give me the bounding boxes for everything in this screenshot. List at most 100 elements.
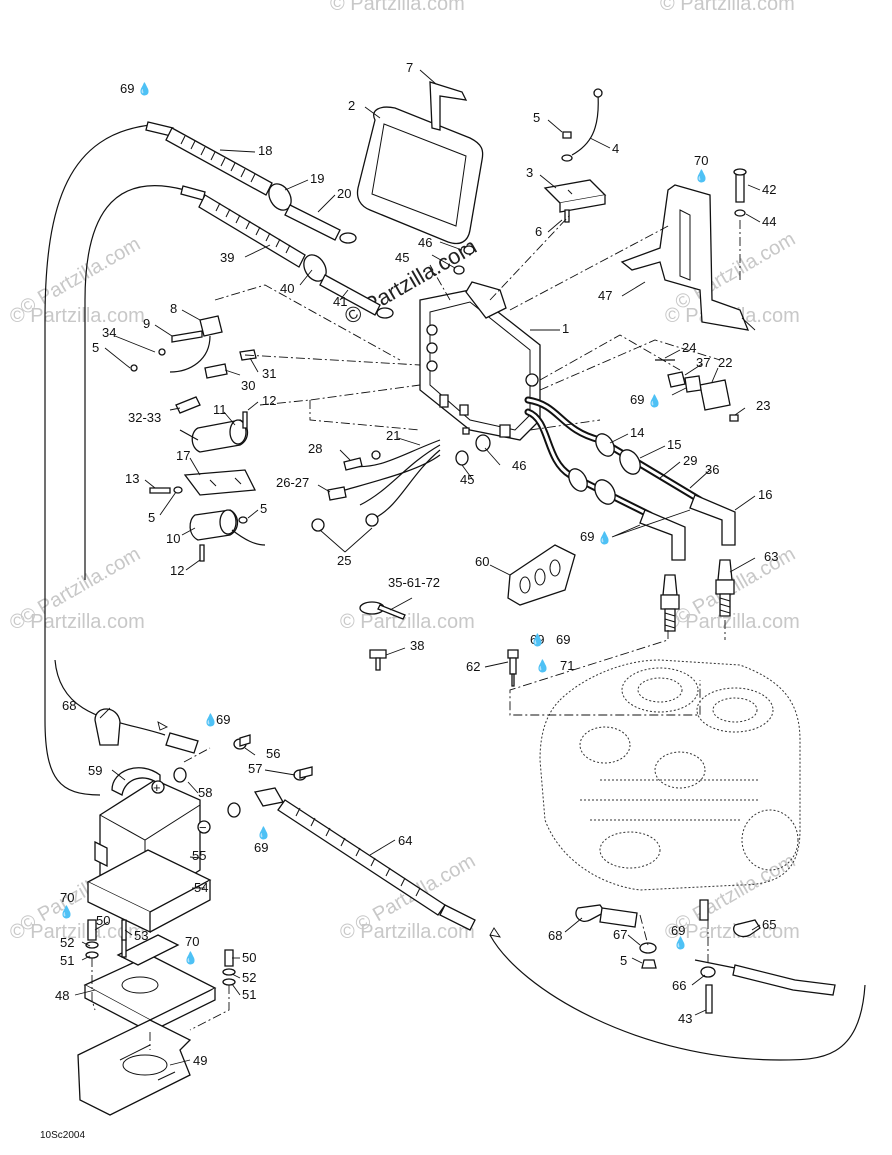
callout-label: 5 [260,501,267,516]
callout-label: 22 [718,355,732,370]
callout-label: 11 [213,402,227,417]
callout-label: 49 [193,1053,207,1068]
callout-label: 62 [466,659,480,674]
callout-label: 42 [762,182,776,197]
callout-label: 18 [258,143,272,158]
spark-plugs-63 [660,559,735,632]
battery-tray-48 [83,934,217,1034]
callout-label: 51 [60,953,74,968]
ignition-leads [524,396,736,561]
callout-label: 5 [533,110,540,125]
callout-label: 9 [143,316,150,331]
callout-label: 45 [395,250,409,265]
callout-label: 68 [62,698,76,713]
callout-label: 43 [678,1011,692,1026]
battery-terminals [94,708,313,818]
callout-label: 28 [308,441,322,456]
callout-leaders [74,69,761,1066]
return-cable-bottom [489,934,866,1061]
callout-label: 8 [170,301,177,316]
drawing-code: 10Sc2004 [40,1130,85,1141]
callout-label: 2 [348,98,355,113]
callout-label: 7 [406,60,413,75]
watermark: © Partzilla.com [660,0,795,15]
callout-label: 10 [166,531,180,546]
assembly-lines [91,214,741,1050]
callout-label: 71 [560,658,574,673]
callout-label: 14 [630,425,644,440]
callout-label: 70 [60,890,74,905]
callout-label: 46 [418,235,432,250]
drop-icon: 💧 [256,826,271,840]
callout-label: 69 [556,632,570,647]
callout-label: 51 [242,987,256,1002]
callout-label: 69 [120,81,134,96]
connector-22 [655,359,739,422]
drop-icon: 💧 [183,951,198,965]
callout-label: 53 [134,928,148,943]
callout-label: 13 [125,471,139,486]
callout-label: 35-61-72 [388,575,440,590]
plate-49 [77,1019,192,1116]
callout-label: 29 [683,453,697,468]
callout-label: 6 [535,224,542,239]
callout-label: 15 [667,437,681,452]
callout-label: 39 [220,250,234,265]
callout-label: 26-27 [276,475,309,490]
harness-21 [311,427,470,532]
watermark: © Partzilla.com [665,921,800,943]
callout-label: 36 [705,462,719,477]
coil-10 [189,509,266,562]
callout-label: 45 [460,472,474,487]
callout-label: 67 [613,927,627,942]
callout-label: 47 [598,288,612,303]
callout-label: 60 [475,554,489,569]
negative-sign: − [199,820,207,835]
callout-label: 55 [192,848,206,863]
drop-icon: 💧 [203,713,218,727]
callout-label: 70 [694,153,708,168]
callout-label: 64 [398,833,412,848]
callout-label: 5 [148,510,155,525]
callout-label: 70 [185,934,199,949]
drop-icon: 💧 [647,394,662,408]
callout-label: 23 [756,398,770,413]
callout-label: 1 [562,321,569,336]
callout-label: 69 [254,840,268,855]
positive-sign: + [153,780,161,795]
engine [539,659,801,891]
callout-label: 54 [194,880,208,895]
callout-label: 68 [548,928,562,943]
watermark: © Partzilla.com [340,921,475,943]
callout-label: 12 [170,563,184,578]
battery-pad-54 [86,849,212,934]
callout-label: 69 [216,712,230,727]
polarity-marks: + − [151,780,211,835]
callout-label: 50 [96,913,110,928]
drop-icon: 💧 [530,633,545,647]
watermark: © Partzilla.com [10,921,145,943]
callout-label: 44 [762,214,776,229]
watermark: © Partzilla.com [665,611,800,633]
callout-label: 25 [337,553,351,568]
callout-label: 30 [241,378,255,393]
callout-label: 3 [526,165,533,180]
bracket-3 [543,88,607,223]
coil-11 [179,411,249,453]
drop-icon: 💧 [59,905,74,919]
arrow-head [157,721,169,731]
callout-label: 20 [337,186,351,201]
callout-label: 50 [242,950,256,965]
callout-label: 58 [198,785,212,800]
callout-label: 69 [530,632,544,647]
callout-label: 66 [672,978,686,993]
bracket-47 [620,168,750,331]
battery-cable-64 [253,787,476,931]
callout-label: 24 [682,340,696,355]
drop-icon: 💧 [137,82,152,96]
callout-label: 65 [762,917,776,932]
drop-icon: 💧 [597,531,612,545]
watermark: © Partzilla.com [340,611,475,633]
small-parts [359,601,519,687]
